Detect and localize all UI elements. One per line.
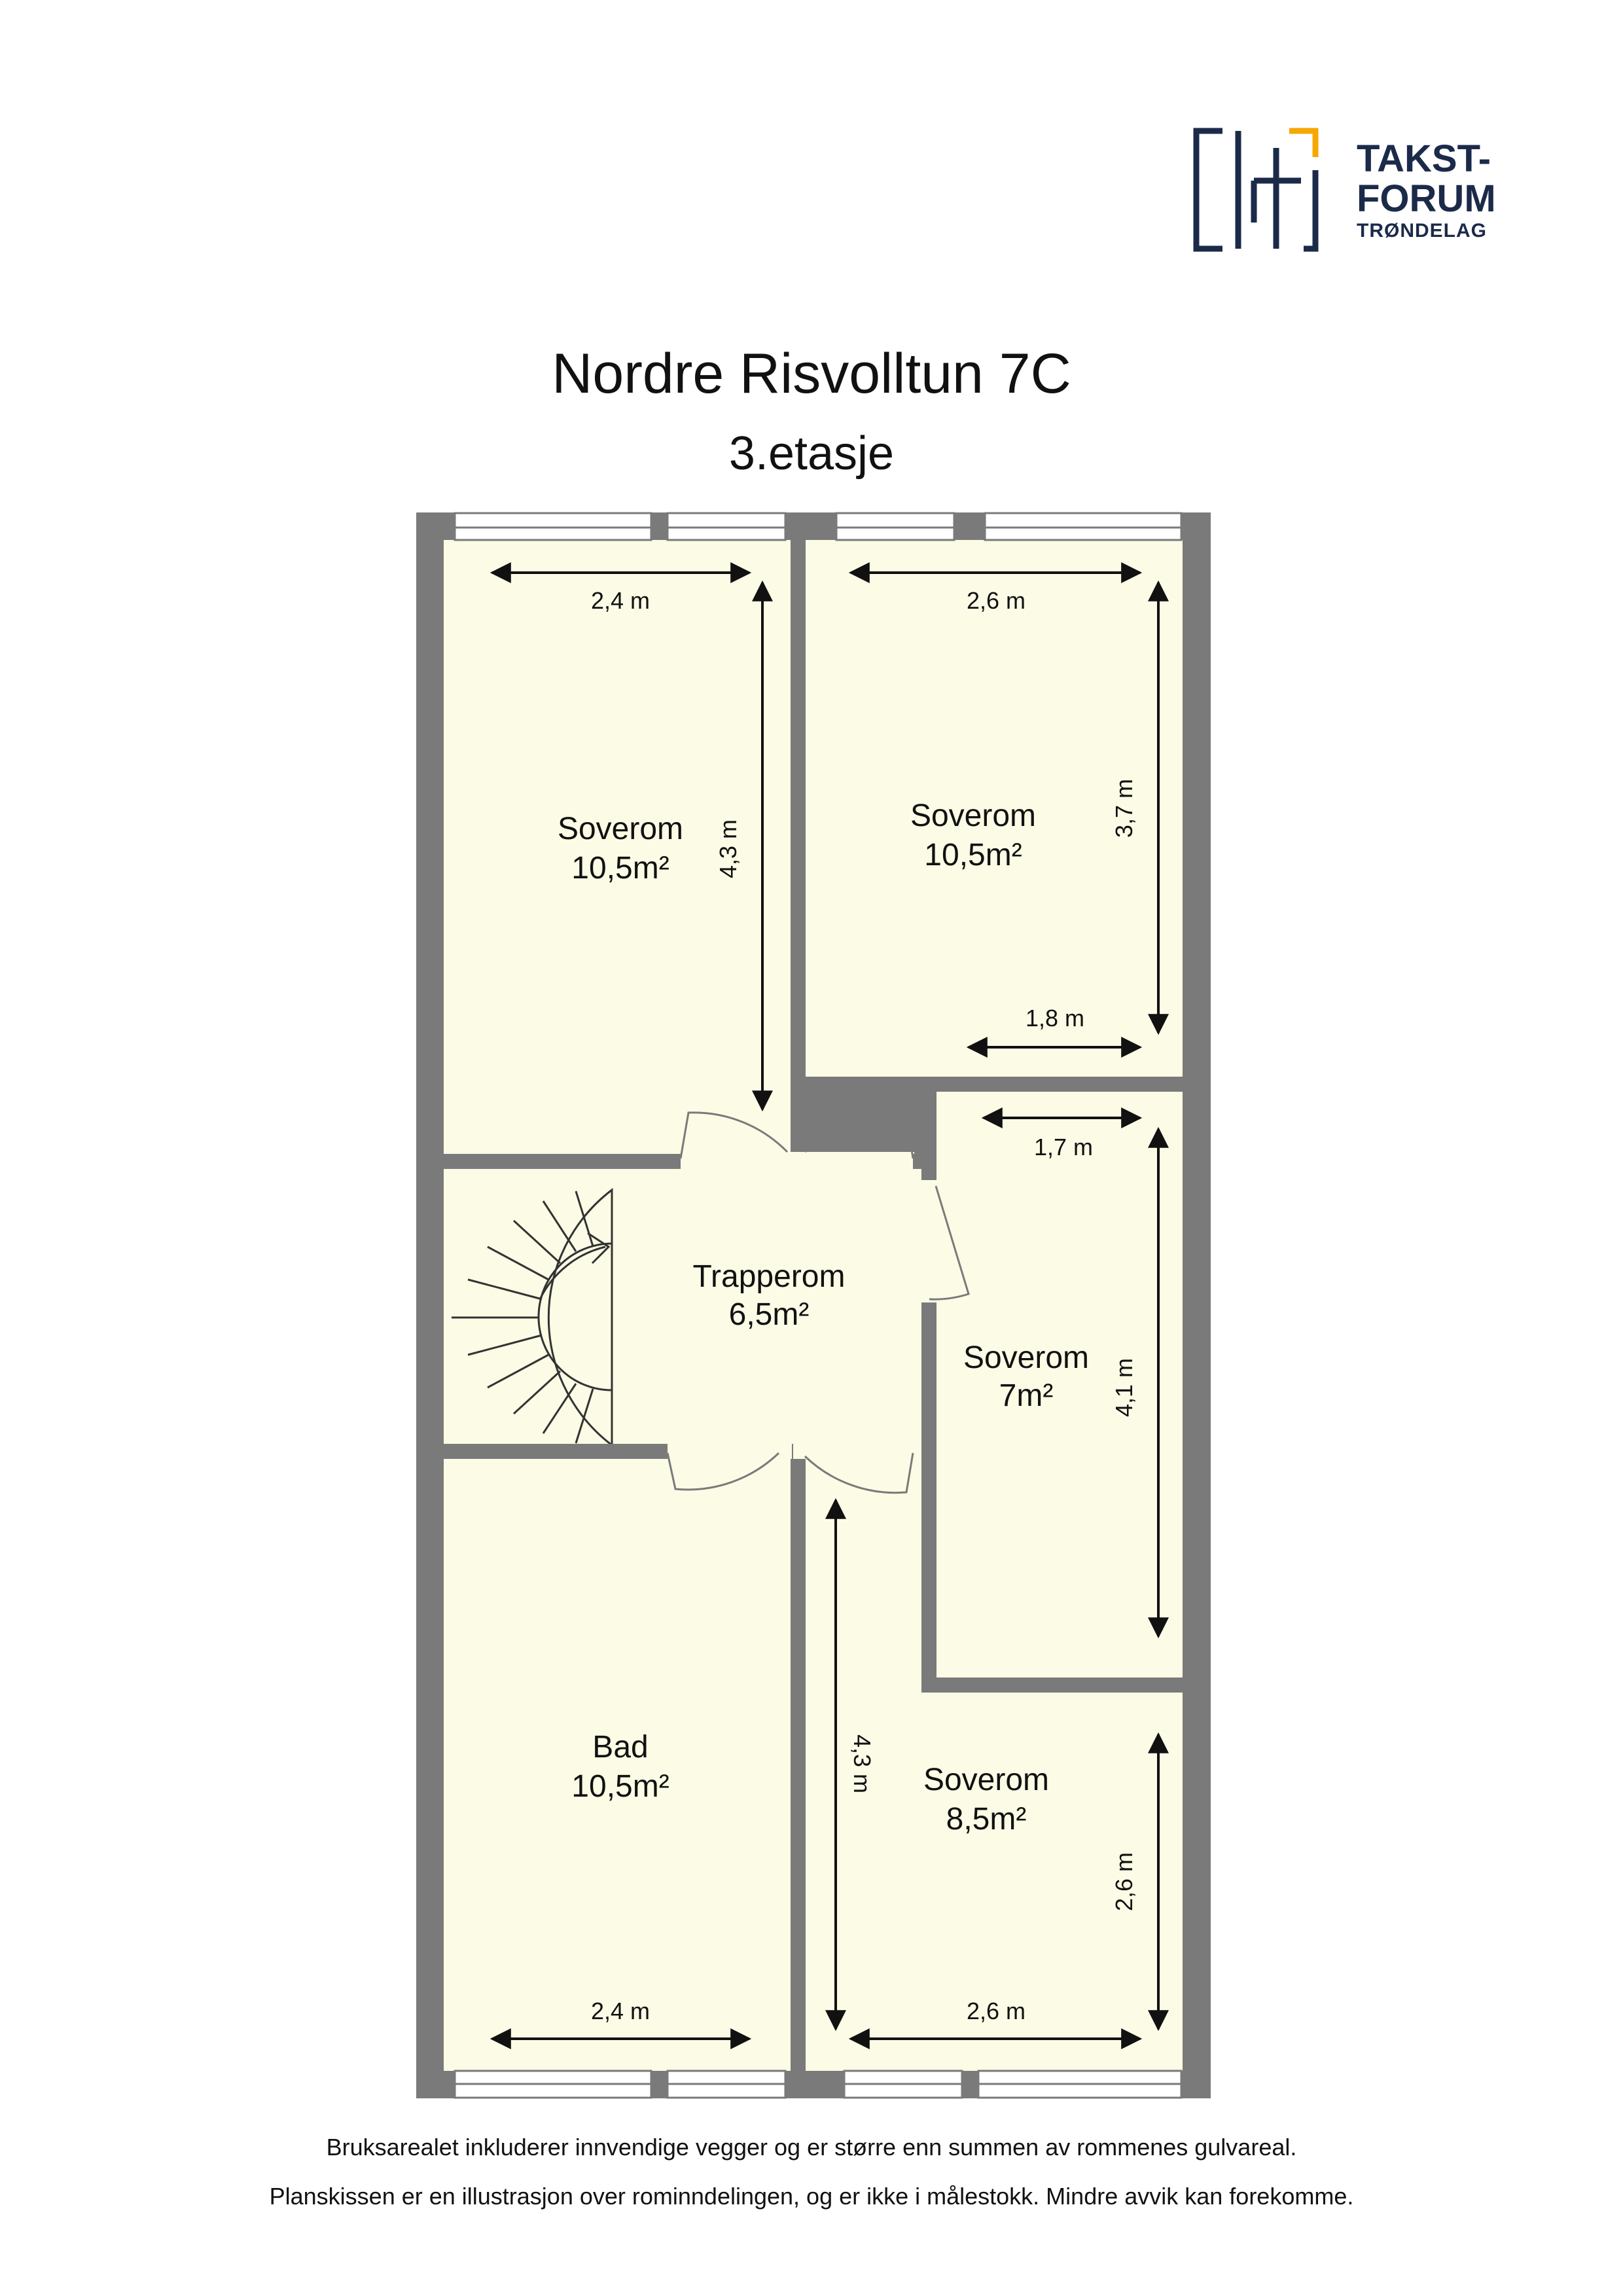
dim-label-nw-height: 4,3 m [715, 819, 741, 878]
door-openings [668, 1152, 941, 1461]
room-area-bad: 10,5m² [571, 1769, 669, 1804]
floor-subtitle: 3.etasje [728, 427, 895, 480]
room-name-soverom-se: Soverom [923, 1763, 1049, 1797]
dim-label-se-right-height: 2,6 m [1111, 1852, 1137, 1911]
takstforum-logo: TAKST- FORUM TRØNDELAG [1191, 124, 1518, 262]
dim-label-e-width: 1,7 m [1034, 1134, 1093, 1160]
footnote-usable-area: Bruksarealet inkluderer innvendige vegge… [326, 2134, 1297, 2161]
dim-label-ne-width: 2,6 m [967, 587, 1026, 614]
room-floor-bad [444, 1459, 791, 2071]
takstforum-logo-mark [1193, 128, 1319, 252]
room-name-soverom-e: Soverom [963, 1340, 1089, 1375]
door-swings [666, 1111, 970, 1494]
page-title: Nordre Risvolltun 7C [552, 342, 1071, 405]
dim-label-se-left-height: 4,3 m [849, 1734, 876, 1793]
room-area-soverom-e: 7m² [999, 1378, 1054, 1413]
dimension-lines [490, 562, 1169, 2049]
room-name-bad: Bad [592, 1730, 648, 1765]
dim-label-nw-width: 2,4 m [591, 587, 650, 614]
room-name-soverom-nw: Soverom [558, 812, 683, 846]
dim-label-se-width: 2,6 m [967, 1998, 1026, 2024]
room-floor-soverom-nw [444, 540, 791, 1154]
dim-label-ne-bottom-width: 1,8 m [1026, 1005, 1084, 1031]
windows-top [454, 512, 1183, 541]
room-floor-trapperom [444, 1169, 921, 1444]
windows-bottom [454, 2070, 1183, 2099]
room-area-soverom-ne: 10,5m² [924, 838, 1022, 872]
dim-label-e-height: 4,1 m [1111, 1358, 1137, 1417]
room-floor-soverom-se-upper [806, 1444, 921, 1693]
dim-label-ne-height: 3,7 m [1111, 779, 1137, 838]
logo-text-line2: FORUM [1357, 177, 1496, 220]
logo-text-line1: TAKST- [1357, 137, 1491, 180]
logo-text-line3: TRØNDELAG [1357, 220, 1487, 242]
room-name-soverom-ne: Soverom [910, 798, 1036, 833]
room-area-trapperom: 6,5m² [729, 1297, 810, 1332]
footnote-disclaimer: Planskissen er en illustrasjon over romi… [269, 2183, 1354, 2210]
room-area-soverom-nw: 10,5m² [571, 851, 669, 886]
dim-label-bad-width: 2,4 m [591, 1998, 650, 2024]
room-area-soverom-se: 8,5m² [946, 1802, 1027, 1837]
spiral-staircase [452, 1187, 613, 1448]
room-name-trapperom: Trapperom [693, 1259, 846, 1294]
room-floor-soverom-ne [806, 540, 1183, 1077]
